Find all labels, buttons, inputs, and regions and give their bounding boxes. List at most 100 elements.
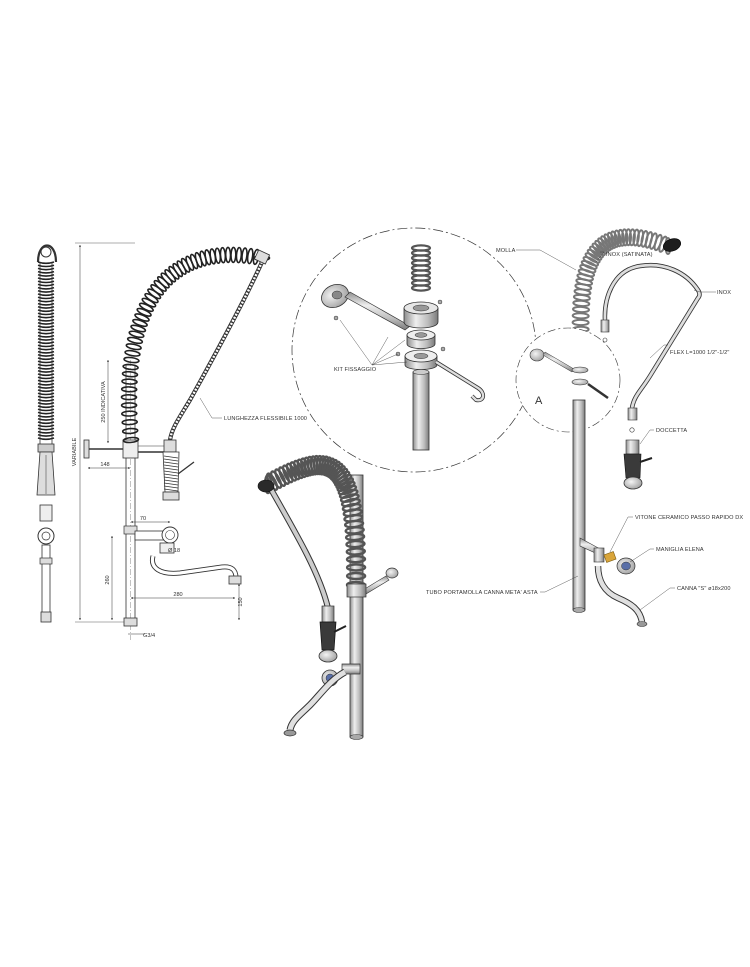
coil-turn (37, 408, 55, 412)
spray-grip (163, 455, 179, 492)
coil-turn (37, 418, 55, 421)
coil-turn (37, 290, 55, 293)
exploded-view: A MOLLA INOX (426, 228, 743, 627)
dim-spout-offset: 70 (140, 516, 146, 522)
coil-turn (340, 497, 361, 508)
coil-turn (572, 305, 590, 314)
coil-turn (37, 411, 55, 415)
coil-turn (289, 461, 301, 481)
coil-turn (37, 382, 55, 386)
coil-turn (37, 437, 55, 441)
label-inox: INOX (717, 290, 731, 296)
dim-overall-height: VARIABILE (72, 437, 78, 466)
coil-turn (37, 389, 55, 393)
coil-turn (586, 248, 603, 261)
coil-turn (37, 302, 55, 306)
coil-turn (121, 378, 138, 385)
coil-turn (345, 571, 367, 581)
coil-turn (121, 410, 138, 417)
coil-turn (624, 228, 633, 247)
dim-spout-drop: 150 (238, 597, 244, 606)
coil-turn (37, 341, 55, 345)
coil-turn (628, 228, 636, 247)
coil-turn (37, 338, 55, 341)
coil-turn (37, 357, 55, 361)
coil-turn (37, 392, 55, 396)
coil-turn (37, 264, 55, 268)
coil-turn (37, 334, 55, 338)
coil-turn (37, 430, 55, 434)
grip-ridge (163, 461, 179, 465)
coil-turn (37, 414, 55, 418)
label-flex: FLEX L=1000 1/2"-1/2" (670, 350, 729, 356)
coil-turn (410, 284, 432, 292)
coil-turn (224, 246, 232, 264)
grip-ridge (163, 476, 179, 480)
coil-turn (337, 484, 358, 496)
coil-turn (37, 277, 55, 281)
coil-turn (246, 247, 254, 265)
coil-turn (123, 356, 140, 364)
coil-turn (278, 466, 291, 485)
coil-turn (134, 313, 150, 322)
side-view: VARIABILE 250 INDICATIVA (72, 242, 307, 640)
coil-turn (37, 398, 55, 402)
label-detail-a: A (535, 395, 543, 407)
coil-turn (606, 231, 617, 249)
assembly-3d-view (257, 454, 399, 740)
coil-turn (37, 318, 55, 322)
coil-turn (124, 349, 141, 357)
dim-valve-diameter: Ø 18 (168, 548, 180, 554)
coil-turn (339, 493, 360, 503)
coil-turn (120, 386, 138, 393)
grip-ridge (163, 467, 179, 471)
grip-ridge (163, 488, 179, 492)
coil-turn (37, 328, 55, 332)
coil-turn (189, 253, 199, 270)
coil-turn (345, 563, 367, 572)
coil-turn (621, 228, 629, 247)
label-kit-fissaggio: KIT FISSAGGIO (334, 367, 377, 373)
coil-turn (37, 274, 55, 277)
coil-turn (37, 270, 55, 274)
coil-turn (37, 395, 55, 399)
coil-turn (613, 229, 622, 248)
coil-turn (589, 245, 604, 259)
label-doccetta: DOCCETTA (656, 428, 687, 434)
coil-turn (37, 363, 55, 367)
dim-spout-length: 280 (173, 592, 182, 598)
coil-turn (37, 366, 55, 370)
coil-turn (571, 312, 590, 320)
label-vitone: VITONE CERAMICO PASSO RAPIDO DX (635, 515, 743, 521)
coil-turn (37, 360, 55, 364)
label-tubo: TUBO PORTAMOLLA CANNA META' ASTA (426, 590, 538, 596)
coil-turn (37, 261, 55, 265)
coil-turn (293, 459, 304, 480)
label-canna: CANNA "S" ø18x200 (677, 586, 731, 592)
coil-turn (270, 470, 283, 489)
coil-turn (579, 264, 597, 274)
coil-turn (37, 299, 55, 303)
coil-turn (37, 379, 55, 383)
coil-turn (632, 228, 640, 247)
coil-turn (37, 315, 55, 319)
coil-turn (580, 259, 598, 270)
grip-ridge (163, 485, 179, 489)
coil-turn (37, 306, 55, 309)
coil-turn (121, 427, 139, 435)
coil-turn (37, 331, 55, 335)
coil-turn (37, 421, 55, 425)
coil-turn (296, 458, 308, 479)
coil-turn (594, 239, 608, 255)
coil-turn (610, 230, 620, 248)
coil-turn (37, 402, 55, 405)
grip-ridge (163, 470, 179, 474)
coil-turn (37, 424, 55, 428)
coil-turn (37, 434, 55, 437)
coil-turn (37, 286, 55, 290)
coil-turn (584, 252, 601, 264)
grip-ridge (163, 473, 179, 477)
dim-base-thread: G3/4 (143, 633, 155, 639)
coil-turn (122, 363, 139, 371)
coil-turn (597, 237, 610, 253)
